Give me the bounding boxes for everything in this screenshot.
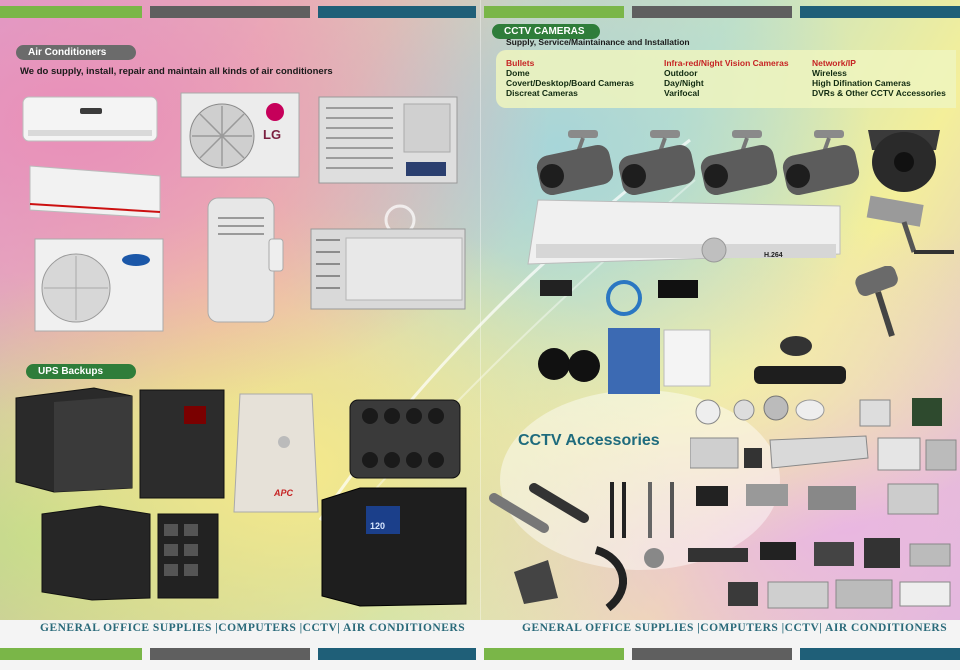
column-title: Infra-red/Night Vision Cameras bbox=[664, 58, 789, 68]
cctv-heading: CCTV CAMERAS bbox=[504, 26, 585, 37]
footer-left-text: GENERAL OFFICE SUPPLIES |COMPUTERS |CCTV… bbox=[40, 622, 466, 634]
window-ac-unit-2-icon bbox=[310, 228, 466, 310]
services-column-bullets: Bullets Dome Covert/Desktop/Board Camera… bbox=[506, 58, 634, 98]
bottom-color-bars bbox=[0, 648, 960, 662]
mini-cameras-icon bbox=[695, 395, 942, 427]
ac-heading-pill: Air Conditioners bbox=[16, 45, 136, 60]
bullet-cameras-icon bbox=[536, 130, 860, 196]
window-ac-unit-icon bbox=[318, 96, 458, 184]
portable-ac-unit-icon bbox=[207, 197, 275, 323]
column-item: Outdoor bbox=[664, 68, 698, 78]
remote-control-icon bbox=[268, 238, 284, 272]
outdoor-unit-icon bbox=[34, 238, 164, 332]
column-item: High Difination Cameras bbox=[812, 78, 911, 88]
surge-protector-icon bbox=[349, 399, 461, 479]
column-item: Varifocal bbox=[664, 88, 700, 98]
column-item: Discreat Cameras bbox=[506, 88, 578, 98]
ups-smart-lcd-icon bbox=[321, 487, 467, 607]
top-bar-teal-2 bbox=[800, 6, 960, 18]
bottom-bar-green bbox=[0, 648, 142, 660]
bottom-bar-gray-2 bbox=[632, 648, 792, 660]
box-camera-icon bbox=[866, 195, 954, 254]
services-column-network: Network/IP Wireless High Difination Came… bbox=[812, 58, 946, 98]
apc-brand-label: APC bbox=[274, 488, 294, 498]
column-item: Covert/Desktop/Board Cameras bbox=[506, 78, 635, 88]
dvr-model-label: H.264 bbox=[764, 252, 783, 259]
footer-right-text: GENERAL OFFICE SUPPLIES |COMPUTERS |CCTV… bbox=[522, 622, 948, 634]
ac-tagline: We do supply, install, repair and mainta… bbox=[20, 66, 333, 77]
ups-back-icon bbox=[233, 393, 319, 513]
ups-lcd-value: 120 bbox=[370, 521, 386, 531]
column-title: Bullets bbox=[506, 58, 535, 68]
cctv-subheading: Supply, Service/Maintainance and Install… bbox=[506, 37, 690, 47]
top-color-bars bbox=[0, 6, 960, 20]
ups-heading-pill: UPS Backups bbox=[26, 364, 136, 379]
ups-smart-icon bbox=[139, 389, 225, 499]
top-bar-green bbox=[0, 6, 142, 18]
ups-rack-icon bbox=[41, 505, 151, 601]
ups-tower-icon bbox=[15, 387, 133, 493]
cctv-services-panel bbox=[496, 50, 956, 108]
services-column-infrared: Infra-red/Night Vision Cameras Outdoor D… bbox=[664, 58, 789, 98]
accessories-heading: CCTV Accessories bbox=[518, 432, 660, 449]
dvr-accessories-icon bbox=[538, 280, 846, 394]
cctv-heading-pill: CCTV CAMERAS bbox=[492, 24, 600, 39]
column-item: Dome bbox=[506, 68, 530, 78]
dvr-recorder-icon bbox=[527, 199, 841, 265]
bottom-bar-green-2 bbox=[484, 648, 624, 660]
column-item: Day/Night bbox=[664, 78, 704, 88]
split-ac-unit-2-icon bbox=[29, 165, 161, 219]
top-bar-teal bbox=[318, 6, 476, 18]
ups-rear-panel-icon bbox=[157, 513, 219, 599]
page-fold bbox=[480, 0, 481, 670]
top-bar-green-2 bbox=[484, 6, 624, 18]
bottom-bar-teal bbox=[318, 648, 476, 660]
cctv-accessories-icon bbox=[489, 482, 951, 612]
column-item: DVRs & Other CCTV Accessories bbox=[812, 88, 946, 98]
wall-camera-icon bbox=[855, 266, 898, 337]
column-item: Wireless bbox=[812, 68, 847, 78]
decorative-glow bbox=[500, 390, 780, 570]
split-ac-unit-icon bbox=[22, 96, 158, 142]
footer-strip bbox=[0, 620, 960, 670]
bottom-bar-gray bbox=[150, 648, 310, 660]
accessory-devices-icon bbox=[690, 435, 957, 471]
dome-camera-icon bbox=[868, 130, 940, 192]
column-title: Network/IP bbox=[812, 58, 856, 68]
ups-heading: UPS Backups bbox=[38, 366, 104, 377]
bottom-bar-teal-2 bbox=[800, 648, 960, 660]
lg-outdoor-unit-icon bbox=[180, 92, 300, 178]
ac-heading: Air Conditioners bbox=[28, 47, 107, 58]
lg-brand-label: LG bbox=[263, 127, 282, 142]
top-bar-gray bbox=[150, 6, 310, 18]
top-bar-gray-2 bbox=[632, 6, 792, 18]
